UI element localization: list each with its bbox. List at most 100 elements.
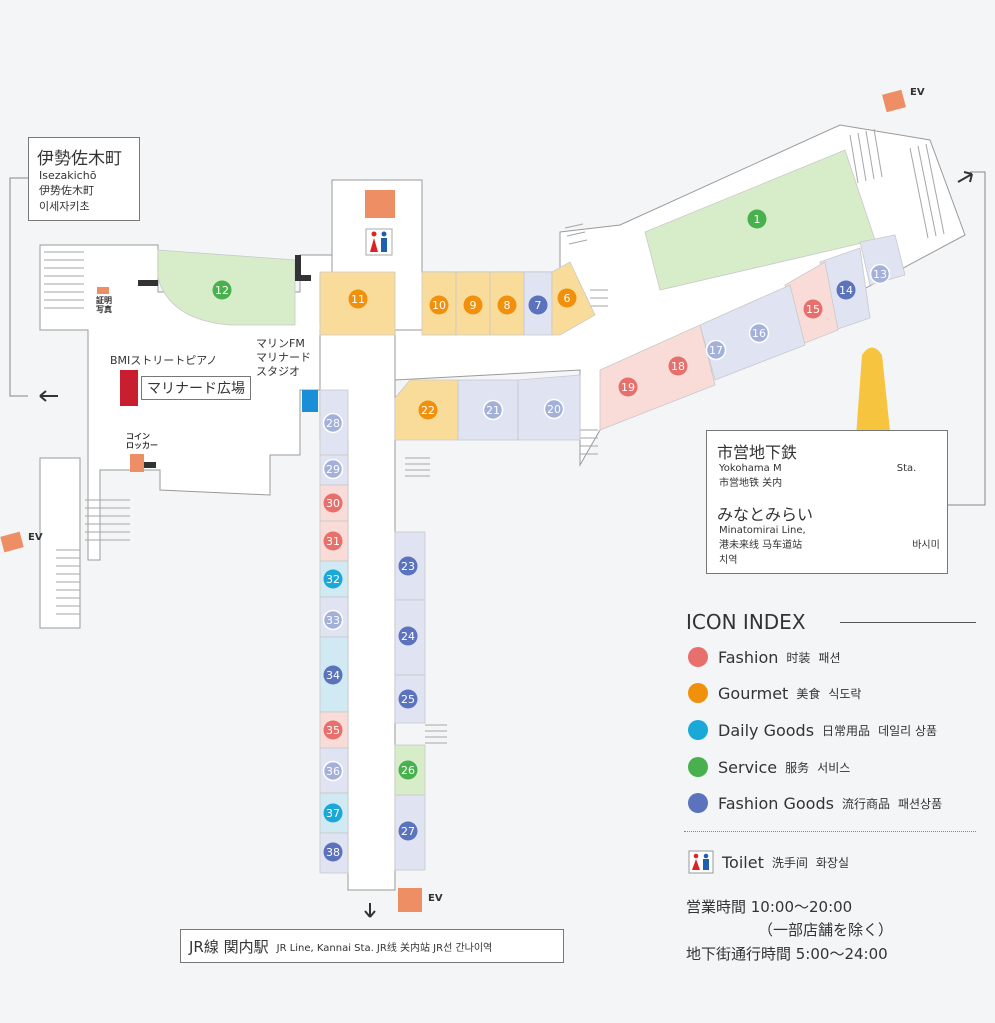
shop-marker-number: 18 [671, 360, 685, 373]
shop-marker-34[interactable]: 34 [323, 665, 343, 685]
shop-marker-number: 10 [432, 299, 446, 312]
shop-marker-number: 23 [401, 560, 415, 573]
shop-marker-number: 13 [873, 268, 887, 281]
shop-marker-26[interactable]: 26 [398, 760, 418, 780]
walls [138, 255, 311, 468]
coin-locker-marker [130, 454, 144, 472]
shop-marker-dot [322, 609, 344, 631]
ev-marker-s [398, 888, 422, 912]
photo-line2: 写真 [96, 305, 112, 314]
shop-marker-25[interactable]: 25 [398, 689, 418, 709]
legend-ko: 화장실 [815, 855, 849, 870]
shop-marker-36[interactable]: 36 [322, 760, 344, 782]
shop-marker-9[interactable]: 9 [463, 295, 483, 315]
shop-marker-32[interactable]: 32 [323, 569, 343, 589]
shop-marker-dot [398, 689, 418, 709]
arrow-south-icon [364, 903, 376, 918]
shop-marker-number: 7 [535, 299, 542, 312]
shop-marker-number: 33 [326, 614, 340, 627]
shop-marker-11[interactable]: 11 [348, 289, 368, 309]
shop-marker-dot [869, 263, 891, 285]
shop-marker-dot [528, 295, 548, 315]
legend-ko: 패션상품 [897, 796, 943, 811]
toilet-legend-icon [688, 850, 714, 874]
shop-marker-dot [348, 289, 368, 309]
shop-marker-18[interactable]: 18 [668, 356, 688, 376]
photo-booth-marker [97, 287, 109, 294]
photo-line1: 証明 [96, 296, 112, 305]
shop-area-18 [599, 324, 716, 431]
shop-marker-16[interactable]: 16 [748, 322, 770, 344]
street-piano [120, 370, 138, 406]
shop-marker-24[interactable]: 24 [398, 626, 418, 646]
shop-marker-6[interactable]: 6 [557, 288, 577, 308]
shop-marker-10[interactable]: 10 [429, 295, 449, 315]
business-hours: 営業時間 10:00～20:00 [686, 898, 853, 916]
direction-arrows [39, 171, 973, 918]
marine-fm-line1: マリンFM [256, 337, 305, 350]
subway-line1: Yokohama M [719, 463, 782, 474]
legend-item-fashion: Fashion 时装 패션 [688, 647, 841, 667]
shop-marker-13[interactable]: 13 [869, 263, 891, 285]
shop-marker-number: 36 [326, 765, 340, 778]
daily-goods-dot-icon [688, 720, 708, 740]
shop-marker-7[interactable]: 7 [528, 295, 548, 315]
service-dot-icon [688, 757, 708, 777]
shop-marker-number: 37 [326, 807, 340, 820]
legend-zh: 日常用品 [822, 723, 871, 738]
shop-marker-dot [748, 322, 770, 344]
legend-zh: 时装 [786, 650, 811, 665]
piano-label: BMIストリートピアノ [110, 354, 218, 367]
legend-ko: 데일리 상품 [878, 723, 938, 738]
shop-marker-8[interactable]: 8 [497, 295, 517, 315]
shop-marker-12[interactable]: 12 [212, 280, 232, 300]
subway-title: 市営地下鉄 [717, 443, 798, 462]
shop-marker-14[interactable]: 14 [836, 280, 856, 300]
isezakicho-title: 伊勢佐木町 [37, 149, 122, 169]
shop-marker-20[interactable]: 20 [543, 398, 565, 420]
shop-marker-dot [323, 803, 343, 823]
passage-hours: 地下街通行時間 5:00～24:00 [686, 945, 888, 963]
shop-marker-19[interactable]: 19 [618, 377, 638, 397]
shop-marker-23[interactable]: 23 [398, 556, 418, 576]
shop-marker-number: 29 [326, 463, 340, 476]
shop-marker-dot [323, 569, 343, 589]
shop-marker-number: 1 [754, 213, 761, 226]
shop-marker-33[interactable]: 33 [322, 609, 344, 631]
shop-marker-21[interactable]: 21 [482, 399, 504, 421]
shop-marker-29[interactable]: 29 [322, 458, 344, 480]
shop-marker-dot [398, 821, 418, 841]
shop-marker-number: 22 [421, 404, 435, 417]
ev-marker-w [0, 531, 24, 553]
shop-marker-number: 9 [470, 299, 477, 312]
marine-fm-line3: スタジオ [256, 365, 300, 378]
shop-marker-number: 27 [401, 825, 415, 838]
shop-marker-27[interactable]: 27 [398, 821, 418, 841]
legend-label: Fashion Goods [718, 793, 834, 813]
shop-marker-number: 15 [806, 303, 820, 316]
legend-label: Fashion [718, 647, 779, 667]
shop-marker-17[interactable]: 17 [705, 339, 727, 361]
shop-marker-30[interactable]: 30 [323, 493, 343, 513]
coin-locker-label: コイン ロッカー [126, 432, 158, 450]
shop-marker-dot [323, 665, 343, 685]
ev-marker-ne [882, 89, 906, 113]
shop-marker-31[interactable]: 31 [323, 531, 343, 551]
shop-marker-dot [747, 209, 767, 229]
shop-marker-1[interactable]: 1 [747, 209, 767, 229]
arrow-west-icon [39, 390, 58, 402]
shop-marker-15[interactable]: 15 [803, 299, 823, 319]
ev-label-ne: EV [910, 87, 925, 98]
legend-title: ICON INDEX [686, 610, 806, 634]
shop-marker-22[interactable]: 22 [418, 400, 438, 420]
shop-marker-28[interactable]: 28 [322, 412, 344, 434]
legend-ko: 식도락 [828, 686, 862, 701]
shop-marker-dot [803, 299, 823, 319]
subway-line1b: Sta. [896, 463, 917, 474]
shop-marker-37[interactable]: 37 [323, 803, 343, 823]
shop-marker-35[interactable]: 35 [323, 720, 343, 740]
shop-marker-dot [398, 626, 418, 646]
shop-marker-38[interactable]: 38 [323, 842, 343, 862]
shop-marker-dot [418, 400, 438, 420]
shop-marker-number: 28 [326, 417, 340, 430]
